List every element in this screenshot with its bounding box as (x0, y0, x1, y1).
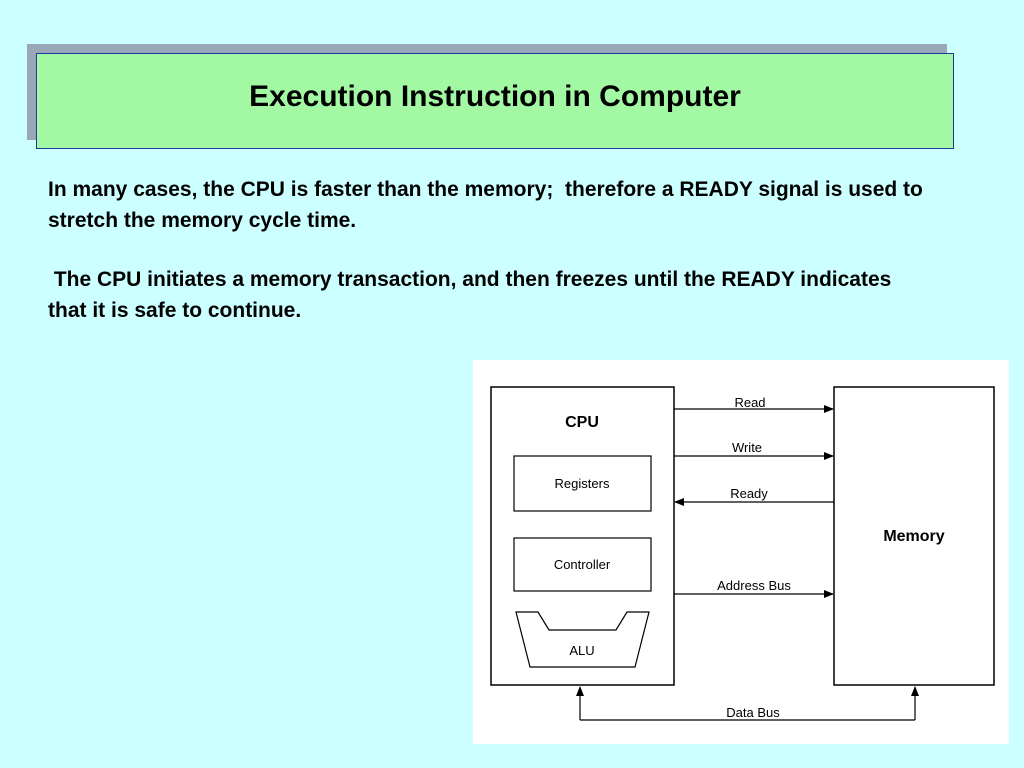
cpu-memory-diagram: CPU Registers Controller ALU Memory Read… (473, 360, 1009, 744)
paragraph-cpu-freeze: The CPU initiates a memory transaction, … (48, 268, 898, 322)
slide-title: Execution Instruction in Computer (249, 80, 741, 113)
read-label: Read (734, 395, 765, 410)
paragraph-ready-signal: In many cases, the CPU is faster than th… (48, 178, 929, 232)
cpu-label: CPU (565, 414, 599, 431)
memory-label: Memory (883, 528, 944, 545)
diagram-svg: CPU Registers Controller ALU Memory Read… (490, 386, 995, 721)
registers-box (513, 455, 652, 512)
title-box: Execution Instruction in Computer (36, 53, 954, 149)
registers-label: Registers (555, 476, 610, 491)
controller-box (513, 537, 652, 592)
alu-label: ALU (569, 643, 594, 658)
ready-label: Ready (730, 486, 768, 501)
alu-shape (515, 611, 650, 668)
write-label: Write (732, 440, 762, 455)
data-bus-label: Data Bus (726, 705, 780, 720)
controller-label: Controller (554, 557, 611, 572)
memory-box (833, 386, 995, 686)
address-bus-label: Address Bus (717, 578, 791, 593)
